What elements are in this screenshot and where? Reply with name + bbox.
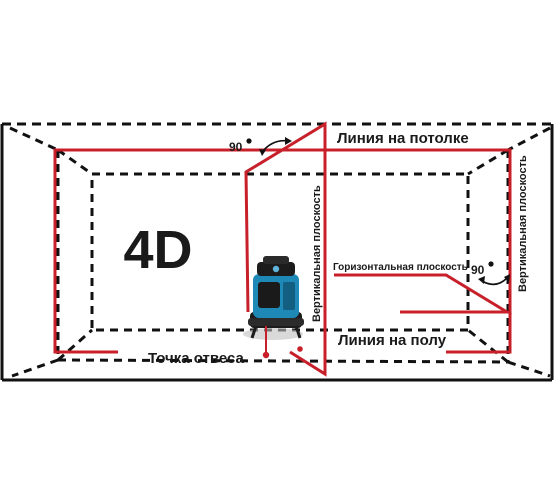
laser-level-device: [243, 256, 304, 359]
badge-4d: 4D: [123, 220, 192, 280]
angle-top-value: 90: [229, 140, 243, 154]
plumb-point-dot: [262, 351, 270, 359]
label-vertical-plane-center: Вертикальная плоскость: [311, 185, 323, 322]
label-ceiling-line: Линия на потолке: [337, 130, 469, 147]
angle-right-value: 90: [471, 263, 485, 277]
horizontal-plane-laser: [334, 273, 513, 314]
label-floor-line: Линия на полу: [338, 332, 447, 349]
angle-marker-right: 90: [471, 261, 510, 286]
room-frame: [0, 122, 554, 382]
vertical-plane-laser: [244, 121, 327, 377]
label-horizontal-plane: Горизонтальная плоскость: [333, 262, 468, 273]
label-plumb-point: Точка отвеса: [148, 350, 245, 367]
laser-lines: [53, 121, 513, 377]
angle-marker-top: 90: [229, 137, 292, 156]
degree-symbol-icon: [488, 261, 494, 267]
angle-arc-icon: [481, 277, 508, 286]
degree-symbol-icon: [246, 138, 252, 144]
label-vertical-plane-right: Вертикальная плоскость: [517, 155, 529, 292]
